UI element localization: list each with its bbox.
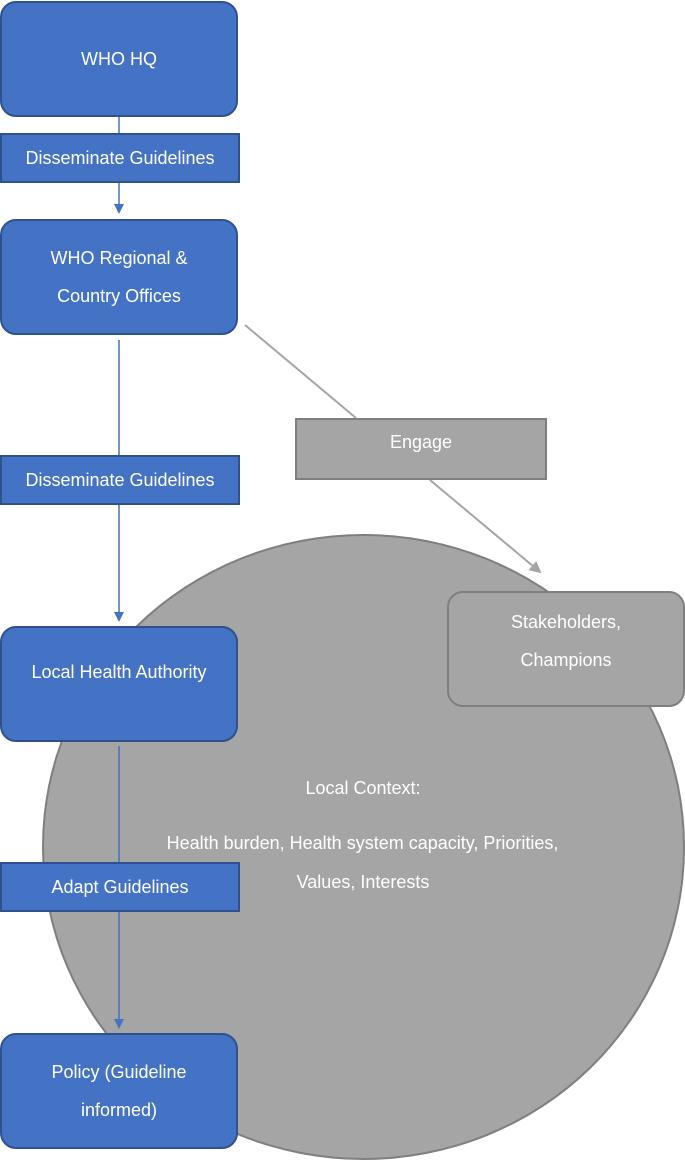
engage-label: Engage bbox=[295, 418, 547, 480]
disseminate-guidelines-label-1: Disseminate Guidelines bbox=[0, 133, 240, 183]
connector-engage-to-stakeholders bbox=[429, 479, 542, 574]
local-health-authority-box: Local Health Authority bbox=[0, 626, 238, 742]
stakeholders-box: Stakeholders, Champions bbox=[447, 591, 685, 707]
policy-label-line1: Policy (Guideline bbox=[51, 1062, 187, 1082]
adapt-guidelines-label: Adapt Guidelines bbox=[0, 862, 240, 912]
regional-offices-label-line1: WHO Regional & bbox=[50, 248, 188, 268]
local-context-line1: Health burden, Health system capacity, P… bbox=[166, 833, 559, 853]
local-health-authority-label: Local Health Authority bbox=[31, 662, 207, 682]
policy-label-line2: informed) bbox=[80, 1100, 158, 1120]
adapt-guidelines-text: Adapt Guidelines bbox=[51, 877, 189, 897]
local-context-line2: Values, Interests bbox=[296, 872, 430, 892]
disseminate-guidelines-text-1: Disseminate Guidelines bbox=[25, 148, 215, 168]
connector-regional-to-engage bbox=[244, 324, 357, 419]
policy-box: Policy (Guideline informed) bbox=[0, 1033, 238, 1149]
local-context-heading: Local Context: bbox=[305, 778, 421, 798]
regional-offices-box: WHO Regional & Country Offices bbox=[0, 219, 238, 335]
disseminate-guidelines-text-2: Disseminate Guidelines bbox=[25, 470, 215, 490]
who-hq-box: WHO HQ bbox=[0, 1, 238, 117]
stakeholders-label-line2: Champions bbox=[520, 650, 612, 670]
regional-offices-label-line2: Country Offices bbox=[57, 286, 181, 306]
who-hq-label: WHO HQ bbox=[81, 49, 157, 69]
stakeholders-label-line1: Stakeholders, bbox=[510, 612, 622, 632]
disseminate-guidelines-label-2: Disseminate Guidelines bbox=[0, 455, 240, 505]
engage-text: Engage bbox=[389, 432, 453, 452]
